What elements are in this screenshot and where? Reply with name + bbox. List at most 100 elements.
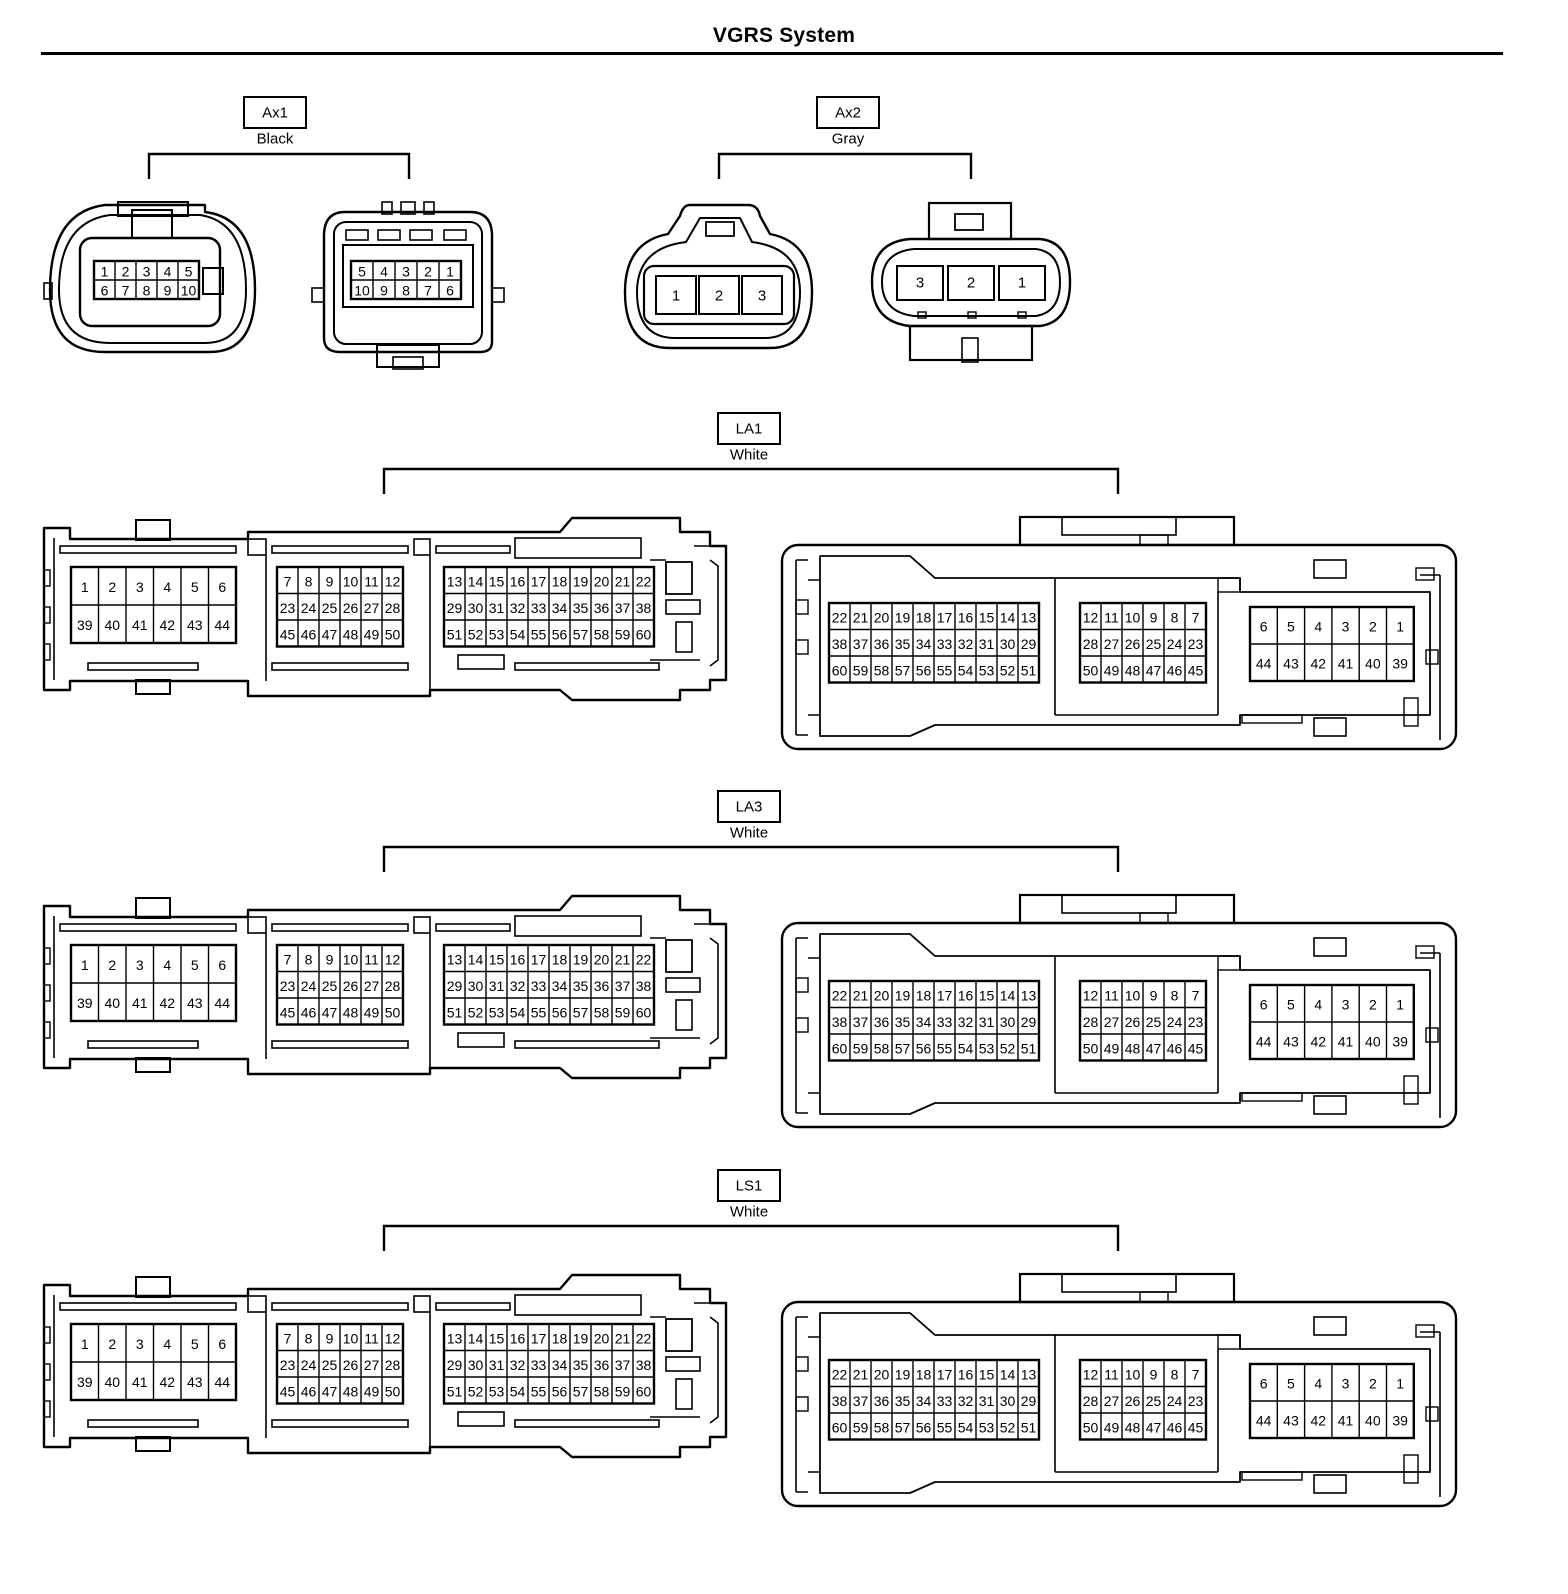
pin-number: 17	[937, 1366, 953, 1382]
pin-number: 42	[159, 995, 175, 1011]
pin-number: 43	[187, 1374, 203, 1390]
pin-number: 36	[594, 1357, 610, 1373]
pin-number: 2	[715, 288, 723, 305]
pin-number: 4	[163, 579, 171, 595]
pin-number: 22	[636, 951, 652, 967]
pin-number: 38	[636, 1357, 652, 1373]
pin-number: 2	[1369, 997, 1377, 1013]
pin-number: 30	[1000, 636, 1016, 652]
pin-number: 36	[874, 1393, 890, 1409]
pin-number: 32	[510, 600, 526, 616]
pin-number: 45	[1188, 1040, 1204, 1056]
pin-number: 9	[326, 573, 334, 589]
pin-number: 51	[447, 1383, 463, 1399]
pin-number: 52	[1000, 662, 1016, 678]
pin-number: 39	[1392, 1034, 1408, 1050]
pin-number: 47	[1146, 662, 1162, 678]
pin-number: 7	[424, 283, 432, 299]
pin-number: 48	[343, 1004, 359, 1020]
pin-number: 58	[874, 1040, 890, 1056]
pin-number: 18	[916, 987, 932, 1003]
pin-number: 51	[447, 626, 463, 642]
pin-number: 26	[1125, 1393, 1141, 1409]
pin-number: 13	[1021, 1366, 1037, 1382]
pin-number: 26	[343, 1357, 359, 1373]
pin-number: 55	[531, 626, 547, 642]
pin-number: 54	[510, 626, 526, 642]
pin-number: 35	[895, 1014, 911, 1030]
pin-number: 50	[385, 1383, 401, 1399]
pin-number: 57	[573, 626, 589, 642]
pin-number: 42	[1310, 1413, 1326, 1429]
connector-color: White	[730, 1204, 768, 1221]
pin-number: 23	[1188, 636, 1204, 652]
pin-number: 44	[214, 617, 230, 633]
pin-number: 9	[1150, 987, 1158, 1003]
pin-number: 60	[832, 662, 848, 678]
pin-number: 10	[1125, 1366, 1141, 1382]
pin-number: 58	[874, 1419, 890, 1435]
pin-number: 2	[424, 264, 432, 280]
pin-number: 42	[159, 617, 175, 633]
pin-number: 60	[636, 1383, 652, 1399]
pin-number: 27	[1104, 1014, 1120, 1030]
connector-id: LS1	[736, 1178, 763, 1195]
pin-number: 5	[358, 264, 366, 280]
pin-number: 51	[447, 1004, 463, 1020]
pin-number: 46	[301, 1383, 317, 1399]
pin-number: 49	[1104, 662, 1120, 678]
pin-number: 35	[895, 636, 911, 652]
pin-number: 41	[132, 1374, 148, 1390]
pin-number: 20	[874, 1366, 890, 1382]
pin-number: 38	[832, 1014, 848, 1030]
pin-number: 59	[853, 1419, 869, 1435]
pin-number: 7	[1192, 609, 1200, 625]
connector-id-box	[717, 790, 781, 823]
pin-number: 20	[874, 987, 890, 1003]
pin-number: 15	[979, 1366, 995, 1382]
pin-number: 56	[916, 1419, 932, 1435]
pin-number: 44	[214, 995, 230, 1011]
pin-number: 60	[832, 1040, 848, 1056]
pin-number: 5	[1287, 619, 1295, 635]
pin-number: 10	[1125, 987, 1141, 1003]
connector-bracket	[147, 152, 411, 179]
pin-number: 46	[301, 626, 317, 642]
pin-number: 44	[1256, 656, 1272, 672]
connector-id: Ax1	[262, 105, 288, 122]
pin-number: 54	[958, 1040, 974, 1056]
pin-number: 21	[615, 573, 631, 589]
pin-number: 14	[468, 951, 484, 967]
pin-number: 9	[164, 283, 172, 299]
pin-number: 14	[1000, 609, 1016, 625]
pin-number: 45	[1188, 1419, 1204, 1435]
pin-number: 20	[594, 951, 610, 967]
pin-number: 43	[187, 995, 203, 1011]
pin-number: 36	[594, 600, 610, 616]
pin-number: 56	[916, 1040, 932, 1056]
pin-number: 43	[1283, 1034, 1299, 1050]
pin-number: 3	[143, 264, 151, 280]
pin-number: 17	[531, 573, 547, 589]
pin-number: 1	[81, 957, 89, 973]
pin-number: 40	[1365, 1413, 1381, 1429]
pin-number: 11	[364, 1330, 379, 1346]
pin-number: 3	[136, 579, 144, 595]
pin-number: 50	[1083, 1040, 1099, 1056]
pin-number: 8	[1171, 1366, 1179, 1382]
pin-number: 32	[958, 1393, 974, 1409]
pin-number: 55	[531, 1004, 547, 1020]
pin-number: 17	[937, 609, 953, 625]
pin-number: 28	[1083, 1014, 1099, 1030]
pin-number: 18	[552, 573, 568, 589]
pin-number: 60	[832, 1419, 848, 1435]
pin-number: 27	[1104, 636, 1120, 652]
pin-number: 59	[615, 1004, 631, 1020]
